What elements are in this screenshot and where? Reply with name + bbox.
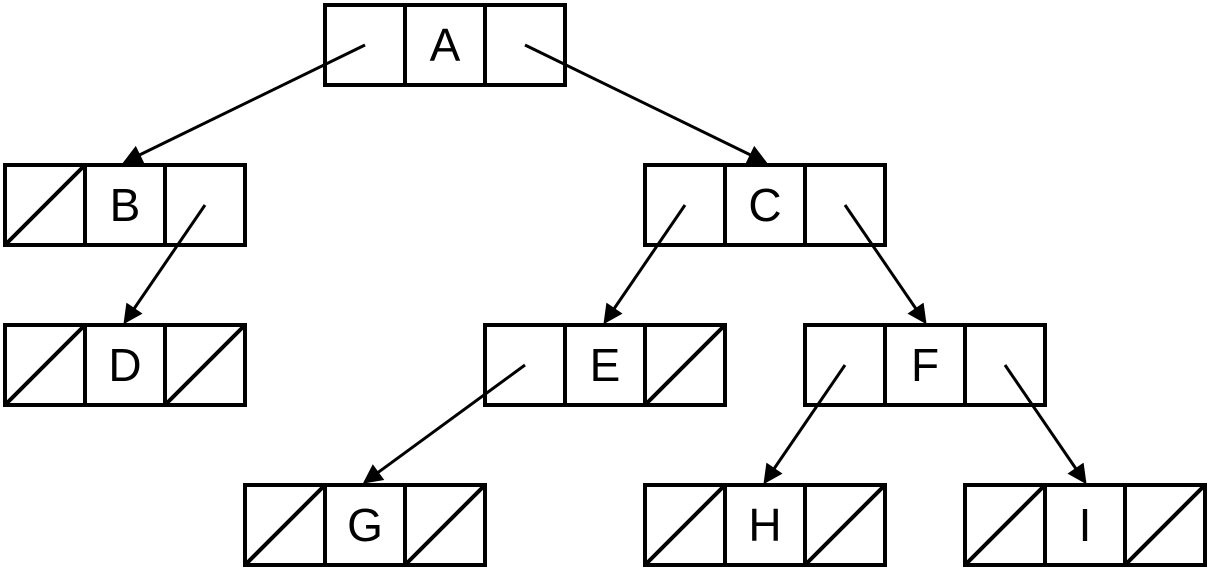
node-B: B — [3, 163, 247, 247]
null-pointer-slash-right — [1123, 483, 1207, 567]
null-pointer-slash-left — [963, 483, 1047, 567]
node-label: F — [911, 339, 939, 391]
null-pointer-slash-right — [803, 483, 887, 567]
edge-B-right-D — [123, 204, 207, 325]
null-pointer-slash-right — [643, 323, 727, 407]
node-label: B — [110, 179, 141, 231]
edge-F-right-I — [1003, 364, 1087, 485]
edge-C-left-E — [603, 204, 687, 325]
null-pointer-slash-left — [3, 163, 87, 247]
node-label: G — [347, 499, 383, 551]
null-pointer-slash-right — [403, 483, 487, 567]
node-G: G — [243, 483, 487, 567]
node-label: H — [748, 499, 781, 551]
node-C: C — [643, 163, 887, 247]
edge-C-right-F — [843, 204, 927, 325]
node-label: D — [108, 339, 141, 391]
null-pointer-slash-left — [243, 483, 327, 567]
edge-A-right-C — [524, 43, 768, 164]
node-label: C — [748, 179, 781, 231]
node-H: H — [643, 483, 887, 567]
null-pointer-slash-right — [163, 323, 247, 407]
null-pointer-slash-left — [643, 483, 727, 567]
node-I: I — [963, 483, 1207, 567]
node-F: F — [803, 323, 1047, 407]
node-label: I — [1079, 499, 1092, 551]
edge-F-left-H — [763, 364, 847, 485]
node-E: E — [483, 323, 727, 407]
edge-E-left-G — [362, 363, 526, 484]
edge-A-left-B — [122, 43, 366, 164]
node-A: A — [323, 3, 567, 87]
node-label: A — [430, 19, 461, 71]
null-pointer-slash-left — [3, 323, 87, 407]
node-label: E — [590, 339, 621, 391]
node-D: D — [3, 323, 247, 407]
